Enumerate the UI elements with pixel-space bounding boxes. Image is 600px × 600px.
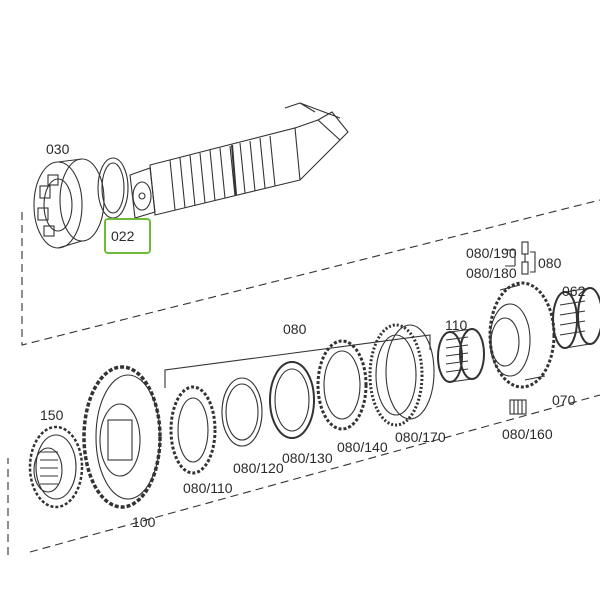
label-080-130[interactable]: 080/130 <box>282 450 333 466</box>
bearing-030-drawing <box>33 158 105 249</box>
label-070[interactable]: 070 <box>552 392 576 408</box>
lower-assembly-outline <box>7 394 600 555</box>
small-parts-080-190-180-drawing <box>521 241 529 275</box>
bearing-110-drawing <box>437 328 485 383</box>
shim-022-drawing <box>97 157 129 219</box>
label-080-170[interactable]: 080/170 <box>395 429 446 445</box>
label-080-160[interactable]: 080/160 <box>502 426 553 442</box>
ring-080-120-drawing <box>221 377 263 447</box>
label-100[interactable]: 100 <box>132 514 156 530</box>
output-shaft-drawing <box>129 102 349 219</box>
bracket-080-right <box>505 249 516 267</box>
label-022[interactable]: 022 <box>111 228 135 244</box>
upper-assembly-outline <box>21 199 600 346</box>
highlight-022[interactable] <box>104 218 151 254</box>
bracket-080-pair <box>530 251 536 273</box>
ring-080-130-drawing <box>269 361 315 439</box>
bracket-080-group <box>164 334 431 388</box>
gear-150-drawing <box>28 425 84 509</box>
ring-080-140-drawing <box>316 339 368 431</box>
bearing-062-drawing <box>552 287 600 349</box>
label-150[interactable]: 150 <box>40 407 64 423</box>
label-080-190[interactable]: 080/190 <box>466 245 517 261</box>
label-080-140[interactable]: 080/140 <box>337 439 388 455</box>
label-080-180[interactable]: 080/180 <box>466 265 517 281</box>
ring-080-110-drawing <box>169 385 217 475</box>
label-080-top[interactable]: 080 <box>283 321 307 337</box>
label-080-right[interactable]: 080 <box>538 255 562 271</box>
label-030[interactable]: 030 <box>46 141 70 157</box>
label-080-110[interactable]: 080/110 <box>183 480 233 496</box>
block-080-160-drawing <box>509 399 527 415</box>
label-062[interactable]: 062 <box>562 283 586 299</box>
label-080-120[interactable]: 080/120 <box>233 460 284 476</box>
gear-100-drawing <box>82 365 162 509</box>
sleeve-080-170-drawing <box>368 323 435 427</box>
label-110[interactable]: 110 <box>445 317 468 333</box>
hub-070-drawing <box>488 281 556 389</box>
